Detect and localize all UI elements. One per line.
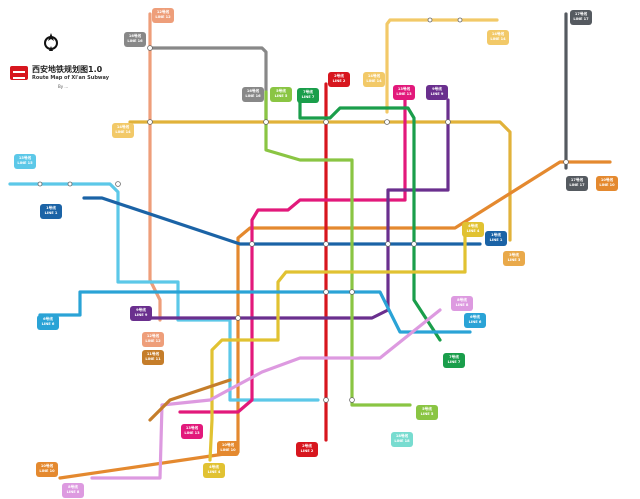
line-13-route [178,90,407,414]
north-arrow-icon [42,32,60,52]
line-5-route [264,90,412,407]
metro-logo-icon [10,66,28,80]
line-4-route [208,230,467,462]
line-12-route [148,12,162,322]
map-subtitle: Route Map of Xi'an Subway [32,75,109,81]
map-title: 西安地铁规划图1.0 [32,65,103,74]
line-11-route [148,378,232,422]
line-14-north [385,18,499,114]
map-author: By ... [58,84,69,89]
line-14-route [128,120,512,242]
line-16-route [148,46,268,124]
line-9-route [148,98,450,320]
line-6-route [38,290,472,334]
line-1-route [82,196,482,246]
line-7-route [298,98,442,342]
line-8-route [90,308,442,480]
line-15-route [8,182,320,402]
